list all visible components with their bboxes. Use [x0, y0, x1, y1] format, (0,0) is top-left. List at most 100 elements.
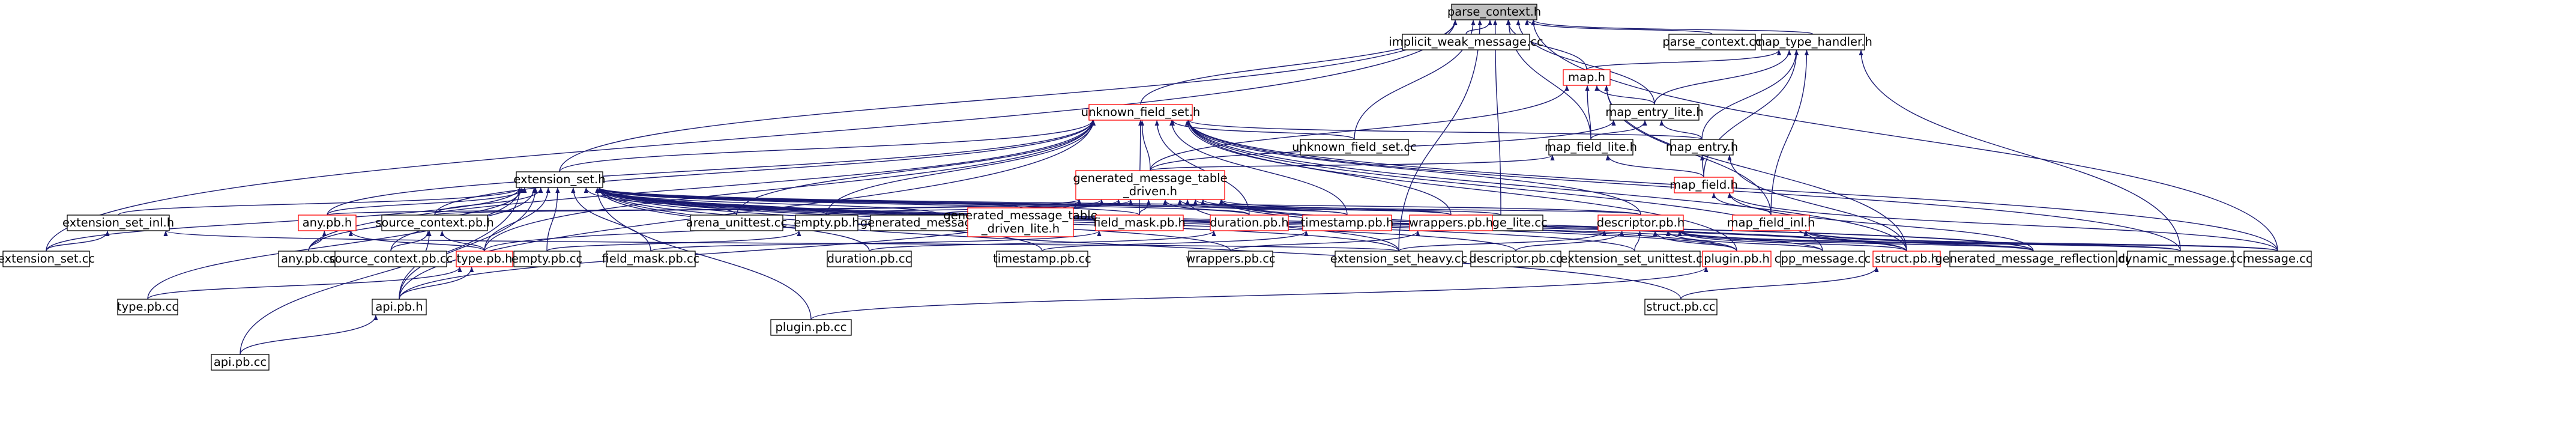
edge-map-type-handler-to-parse-context — [1531, 19, 1814, 35]
node-label: descriptor.pb.cc — [1469, 252, 1562, 266]
node-box — [298, 214, 357, 231]
node-wrappers-pb-h[interactable]: wrappers.pb.h — [1409, 214, 1493, 231]
node-api-pb-h[interactable]: api.pb.h — [372, 299, 427, 315]
node-descriptor-pb-h[interactable]: descriptor.pb.h — [1597, 214, 1685, 231]
node-duration-pb-cc[interactable]: duration.pb.cc — [827, 251, 912, 267]
node-box — [1609, 104, 1700, 121]
edge-map-field-to-map-field-lite — [1605, 154, 1704, 178]
edge-type-pb-h-to-any-pb-h — [348, 230, 485, 252]
node-plugin-pb-cc[interactable]: plugin.pb.cc — [770, 319, 852, 336]
node-extension-set[interactable]: extension_set.h — [513, 171, 606, 188]
edge-source-context-pb-h-to-extension-set — [434, 187, 543, 216]
node-label: parse_context.h — [1447, 5, 1541, 19]
node-label: map.h — [1568, 70, 1605, 84]
node-map-entry-lite[interactable]: map_entry_lite.h — [1605, 104, 1704, 121]
node-label: generated_message_table_driven_lite.h — [943, 208, 1097, 236]
node-box — [1409, 214, 1493, 231]
node-box — [334, 251, 447, 267]
node-label: field_mask.pb.h — [1093, 216, 1186, 230]
node-box — [1210, 214, 1289, 231]
node-gen-msg-table-lite[interactable]: generated_message_table_driven_lite.h — [943, 207, 1098, 237]
node-map-type-handler[interactable]: map_type_handler.h — [1754, 34, 1872, 50]
edge-extension-set-to-unknown-field-set — [559, 120, 1095, 172]
node-type-pb-cc[interactable]: type.pb.cc — [117, 299, 178, 315]
node-timestamp-pb-cc[interactable]: timestamp.pb.cc — [993, 251, 1091, 267]
node-label: parse_context.cc — [1662, 35, 1761, 49]
node-any-pb-h[interactable]: any.pb.h — [298, 214, 357, 231]
node-parse-context[interactable]: parse_context.h — [1447, 4, 1541, 20]
edge-gen-msg-table-to-map-h — [1150, 85, 1569, 171]
node-map-entry[interactable]: map_entry.h — [1666, 139, 1738, 156]
node-box — [456, 251, 513, 267]
node-source-context-pb-h[interactable]: source_context.pb.h — [375, 214, 494, 231]
edge-map-field-to-map-type-handler — [1703, 49, 1799, 178]
edge-dynamic-message-to-descriptor-pb-h — [1677, 230, 2181, 252]
node-box — [1563, 69, 1611, 86]
edge-gen-msg-reflection-to-descriptor-pb-h — [1677, 230, 2034, 252]
node-empty-pb-cc[interactable]: empty.pb.cc — [511, 251, 582, 267]
node-label: wrappers.pb.h — [1409, 216, 1493, 230]
node-box — [2127, 251, 2234, 267]
edge-map-entry-lite-to-map-h — [1594, 85, 1655, 105]
node-box — [1300, 139, 1409, 156]
node-map-field-lite[interactable]: map_field_lite.h — [1545, 139, 1637, 156]
node-wrappers-pb-cc[interactable]: wrappers.pb.cc — [1186, 251, 1276, 267]
edge-api-pb-cc-to-api-pb-h — [240, 314, 378, 355]
node-field-mask-pb-cc[interactable]: field_mask.pb.cc — [602, 251, 700, 267]
node-label: duration.pb.cc — [827, 252, 912, 266]
edge-message-cc-to-parse-context — [1531, 19, 2278, 252]
edge-extension-set-inl-to-extension-set — [118, 187, 522, 216]
node-unknown-field-set-cc[interactable]: unknown_field_set.cc — [1292, 139, 1417, 156]
node-plugin-pb-h[interactable]: plugin.pb.h — [1702, 251, 1772, 267]
edge-message-lite-cc-to-parse-context — [1493, 19, 1501, 216]
node-struct-pb-cc[interactable]: struct.pb.cc — [1644, 299, 1718, 315]
node-box — [1670, 139, 1734, 156]
node-parse-context-cc[interactable]: parse_context.cc — [1662, 34, 1762, 50]
node-arena-unittest[interactable]: arena_unittest.cc — [686, 214, 787, 231]
node-dynamic-message[interactable]: dynamic_message.cc — [2118, 251, 2243, 267]
edge-type-pb-cc-to-type-pb-h — [147, 266, 462, 300]
node-descriptor-pb-cc[interactable]: descriptor.pb.cc — [1469, 251, 1563, 267]
node-box — [1644, 299, 1718, 315]
node-field-mask-pb-h[interactable]: field_mask.pb.h — [1093, 214, 1186, 231]
node-extension-set-cc[interactable]: extension_set.cc — [0, 251, 95, 267]
edge-any-pb-cc-to-any-pb-h — [308, 230, 327, 252]
node-label: cpp_message.cc — [1775, 252, 1871, 266]
node-box — [1780, 251, 1865, 267]
node-box — [117, 299, 178, 315]
node-box — [2, 251, 90, 267]
node-unknown-field-set[interactable]: unknown_field_set.h — [1081, 104, 1201, 121]
node-map-field-inl[interactable]: map_field_inl.h — [1727, 214, 1815, 231]
edge-struct-pb-h-to-unknown-field-set — [1186, 120, 1907, 252]
node-type-pb-h[interactable]: type.pb.h — [456, 251, 513, 267]
node-any-pb-cc[interactable]: any.pb.cc — [278, 251, 339, 267]
node-extension-set-heavy[interactable]: extension_set_heavy.cc — [1330, 251, 1468, 267]
edge-duration-pb-h-to-gen-msg-table — [1163, 199, 1250, 216]
node-source-context-pb-cc[interactable]: source_context.pb.cc — [329, 251, 453, 267]
node-box — [1088, 104, 1193, 121]
node-extension-set-inl[interactable]: extension_set_inl.h — [62, 214, 174, 231]
node-extension-set-unittest[interactable]: extension_set_unittest.cc — [1560, 251, 1709, 267]
edge-descriptor-pb-h-to-unknown-field-set — [1186, 120, 1641, 216]
node-label: api.pb.h — [375, 300, 423, 314]
node-api-pb-cc[interactable]: api.pb.cc — [211, 354, 270, 371]
edge-map-entry-lite-to-parse-context — [1516, 19, 1655, 105]
edge-struct-pb-h-to-descriptor-pb-h — [1677, 230, 1907, 252]
node-struct-pb-h[interactable]: struct.pb.h — [1872, 251, 1941, 267]
node-label: extension_set_inl.h — [62, 216, 174, 230]
node-map-field[interactable]: map_field.h — [1670, 177, 1738, 193]
node-map-h[interactable]: map.h — [1563, 69, 1611, 86]
node-implicit-weak[interactable]: implicit_weak_message.cc — [1389, 34, 1543, 50]
node-box — [967, 207, 1074, 237]
node-message-cc[interactable]: message.cc — [2243, 251, 2312, 267]
node-timestamp-pb-h[interactable]: timestamp.pb.h — [1301, 214, 1394, 231]
node-duration-pb-h[interactable]: duration.pb.h — [1210, 214, 1289, 231]
node-cpp-message[interactable]: cpp_message.cc — [1775, 251, 1871, 267]
node-gen-msg-reflection[interactable]: generated_message_reflection.cc — [1935, 251, 2132, 267]
node-label: empty.pb.cc — [511, 252, 582, 266]
node-empty-pb-h[interactable]: empty.pb.h — [794, 214, 860, 231]
edge-unknown-field-set-cc-to-unknown-field-set — [1170, 120, 1355, 140]
node-label: empty.pb.h — [794, 216, 859, 230]
node-gen-msg-table[interactable]: generated_message_table_driven.h — [1073, 170, 1228, 200]
